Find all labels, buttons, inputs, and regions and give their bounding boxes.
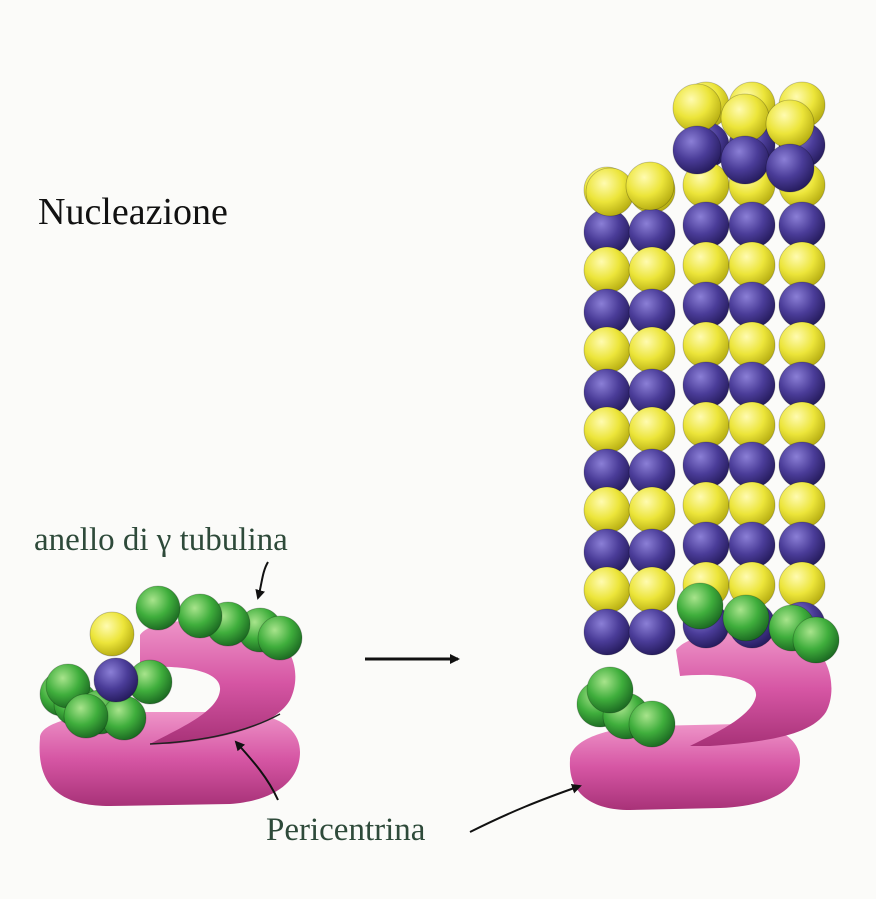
alpha-tubulin-subunit <box>778 401 826 449</box>
pericentrin-pointer-arrow-left <box>234 740 279 801</box>
alpha-tubulin-subunit <box>682 321 730 369</box>
gamma-tubulin-subunit <box>676 582 724 630</box>
gamma-tubulin-subunit <box>586 666 634 714</box>
alpha-tubulin-subunit <box>628 326 676 374</box>
alpha-tubulin-subunit <box>628 246 676 294</box>
alpha-tubulin-subunit <box>778 481 826 529</box>
beta-tubulin-subunit <box>93 657 139 703</box>
alpha-tubulin-subunit <box>583 566 631 614</box>
alpha-tubulin-subunit <box>583 406 631 454</box>
alpha-tubulin-subunit <box>583 246 631 294</box>
alpha-tubulin-subunit <box>728 401 776 449</box>
gamma-tubulin-subunit <box>63 693 109 739</box>
alpha-tubulin-subunit <box>89 611 135 657</box>
beta-tubulin-subunit <box>765 143 815 193</box>
alpha-tubulin-subunit <box>778 241 826 289</box>
beta-tubulin-subunit <box>720 135 770 185</box>
beta-tubulin-subunit <box>682 281 730 329</box>
beta-tubulin-subunit <box>583 608 631 656</box>
beta-tubulin-subunit <box>682 361 730 409</box>
alpha-tubulin-subunit <box>625 161 675 211</box>
beta-tubulin-subunit <box>778 521 826 569</box>
alpha-tubulin-subunit <box>672 83 722 133</box>
beta-tubulin-subunit <box>778 361 826 409</box>
alpha-tubulin-subunit <box>628 406 676 454</box>
alpha-tubulin-subunit <box>778 561 826 609</box>
gamma-tubulin-subunit <box>628 700 676 748</box>
alpha-tubulin-subunit <box>728 321 776 369</box>
gamma-tubulin-subunits <box>39 585 303 741</box>
microtubule <box>569 81 840 810</box>
gamma-tubulin-subunit <box>792 616 840 664</box>
beta-tubulin-subunit <box>672 125 722 175</box>
beta-tubulin-subunit <box>778 281 826 329</box>
beta-tubulin-subunit <box>728 281 776 329</box>
tubulin-dimers <box>576 81 840 748</box>
gamma-tubulin-subunit <box>135 585 181 631</box>
beta-tubulin-subunit <box>728 441 776 489</box>
gamma-tubulin-subunit <box>101 695 147 741</box>
alpha-tubulin-subunit <box>720 93 770 143</box>
beta-tubulin-subunit <box>628 608 676 656</box>
pericentrin-label: Pericentrina <box>266 812 426 848</box>
gamma-tubulin-subunit <box>257 615 303 661</box>
gamma-tubulin-subunit <box>177 593 223 639</box>
alpha-tubulin-subunit <box>682 241 730 289</box>
alpha-tubulin-subunit <box>728 241 776 289</box>
alpha-tubulin-subunit <box>583 486 631 534</box>
beta-tubulin-subunit <box>682 521 730 569</box>
alpha-tubulin-subunit <box>628 566 676 614</box>
beta-tubulin-subunit <box>682 201 730 249</box>
beta-tubulin-subunit <box>728 361 776 409</box>
gamma-ring-complex <box>39 585 303 806</box>
pericentrin-pointer-arrow-right <box>469 783 582 833</box>
beta-tubulin-subunit <box>728 201 776 249</box>
alpha-tubulin-subunit <box>628 486 676 534</box>
alpha-tubulin-subunit <box>583 326 631 374</box>
beta-tubulin-subunit <box>778 201 826 249</box>
alpha-tubulin-subunit <box>765 99 815 149</box>
beta-tubulin-subunit <box>728 521 776 569</box>
alpha-tubulin-subunit <box>728 481 776 529</box>
gamma-ring-label: anello di γ tubulina <box>34 522 288 558</box>
pericentrin-right <box>569 632 832 810</box>
alpha-tubulin-subunit <box>682 401 730 449</box>
beta-tubulin-subunit <box>682 441 730 489</box>
gamma-tubulin-subunit <box>722 594 770 642</box>
alpha-tubulin-subunit <box>682 481 730 529</box>
ring-pointer-arrow <box>255 561 269 600</box>
diagram-title: Nucleazione <box>38 191 228 233</box>
beta-tubulin-subunit <box>778 441 826 489</box>
alpha-tubulin-subunit <box>778 321 826 369</box>
